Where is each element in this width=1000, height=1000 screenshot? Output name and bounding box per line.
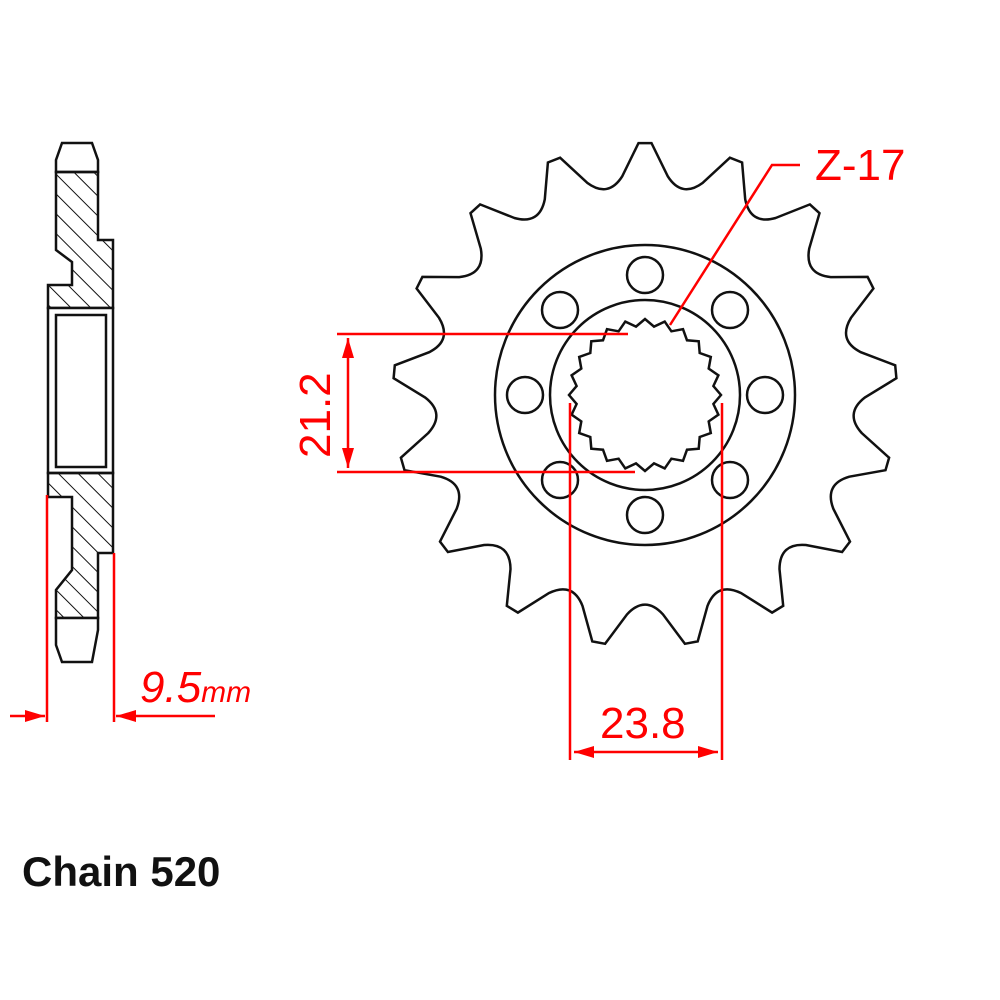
thickness-label: 9.5mm (140, 663, 251, 712)
inner-diameter-label: 21.2 (291, 372, 340, 458)
thickness-dimension (10, 495, 215, 722)
side-section-view (46, 141, 115, 664)
outer-spline-label: 23.8 (600, 699, 686, 748)
dimension-lines (337, 163, 800, 760)
sprocket-front-view (392, 141, 898, 646)
teeth-label: Z-17 (815, 141, 905, 190)
bolt-holes (505, 255, 785, 535)
chain-size-caption: Chain 520 (22, 848, 221, 895)
